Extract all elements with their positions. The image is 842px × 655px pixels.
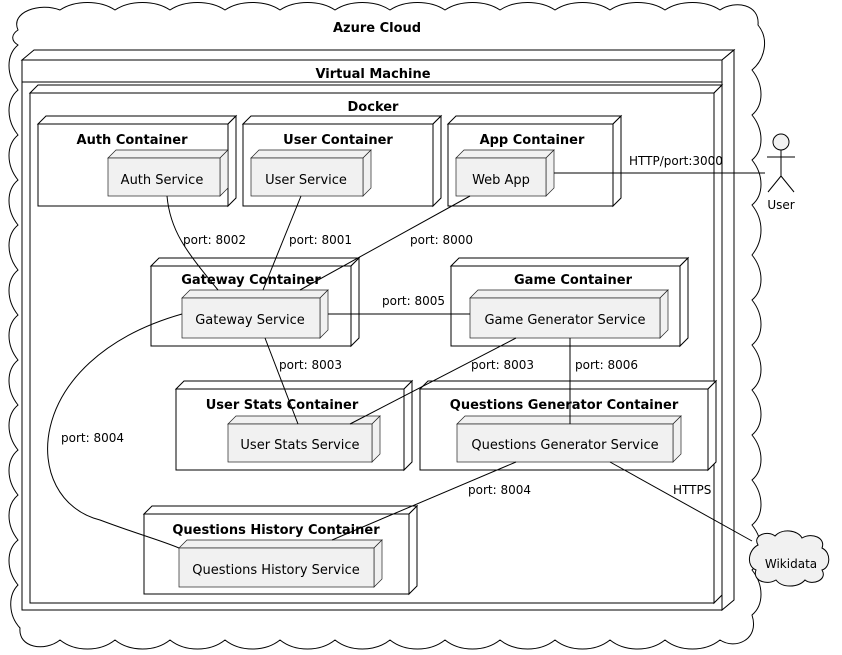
edge-user-gateway [262,195,302,291]
edge-label-user-app: HTTP/port:3000 [629,154,723,168]
app-container-title: App Container [480,133,585,148]
edge-game-userstats [349,337,517,425]
auth-service-label: Auth Service [121,173,204,188]
wikidata-cloud-shape [749,530,830,587]
game-container-title: Game Container [514,273,633,288]
auth-service-node [107,149,229,197]
game-generator-service-node [469,289,669,339]
web-app-node [455,149,555,197]
user-stats-service-label: User Stats Service [240,438,359,453]
edge-auth-gateway [166,195,219,291]
edge-gateway-history [47,313,183,549]
user-actor-icon [767,133,795,193]
wikidata-label: Wikidata [765,557,817,571]
questions-generator-service-label: Questions Generator Service [471,438,658,453]
user-stats-service-node [227,415,381,463]
gateway-service-label: Gateway Service [195,313,305,328]
virtual-machine-title: Virtual Machine [315,67,430,82]
questions-generator-service-node [456,415,682,463]
questions-history-service-node [178,539,383,588]
edge-label-questionsgen-wikidata: HTTPS [673,483,711,497]
web-app-label: Web App [472,173,530,188]
edge-questionsgen-history [331,461,517,541]
docker-title: Docker [348,100,400,115]
edge-label-gateway-game: port: 8005 [382,294,445,308]
gateway-container-title: Gateway Container [181,273,321,288]
edge-questionsgen-wikidata [609,461,753,542]
edge-gateway-userstats [264,337,299,425]
auth-container-title: Auth Container [77,133,189,148]
user-service-label: User Service [265,173,347,188]
questions-history-service-label: Questions History Service [192,563,359,578]
questions-generator-container-title: Questions Generator Container [450,398,679,413]
user-service-node [250,149,372,197]
gateway-service-node [181,289,329,339]
edge-label-app-gateway: port: 8000 [410,233,473,247]
edge-label-user-gateway: port: 8001 [289,233,352,247]
edge-label-gateway-history: port: 8004 [61,431,124,445]
user-container-title: User Container [283,133,393,148]
questions-history-container-title: Questions History Container [172,523,380,538]
edge-label-questionsgen-history: port: 8004 [468,483,531,497]
edge-label-game-questionsgen: port: 8006 [575,358,638,372]
edge-label-gateway-userstats: port: 8003 [279,358,342,372]
user-actor-label: User [767,198,794,212]
edge-label-auth-gateway: port: 8002 [183,233,246,247]
edge-label-game-userstats: port: 8003 [471,358,534,372]
user-stats-container-title: User Stats Container [206,398,359,413]
game-generator-service-label: Game Generator Service [484,313,645,328]
azure-cloud-title: Azure Cloud [333,21,421,36]
edge-app-gateway [299,195,471,291]
